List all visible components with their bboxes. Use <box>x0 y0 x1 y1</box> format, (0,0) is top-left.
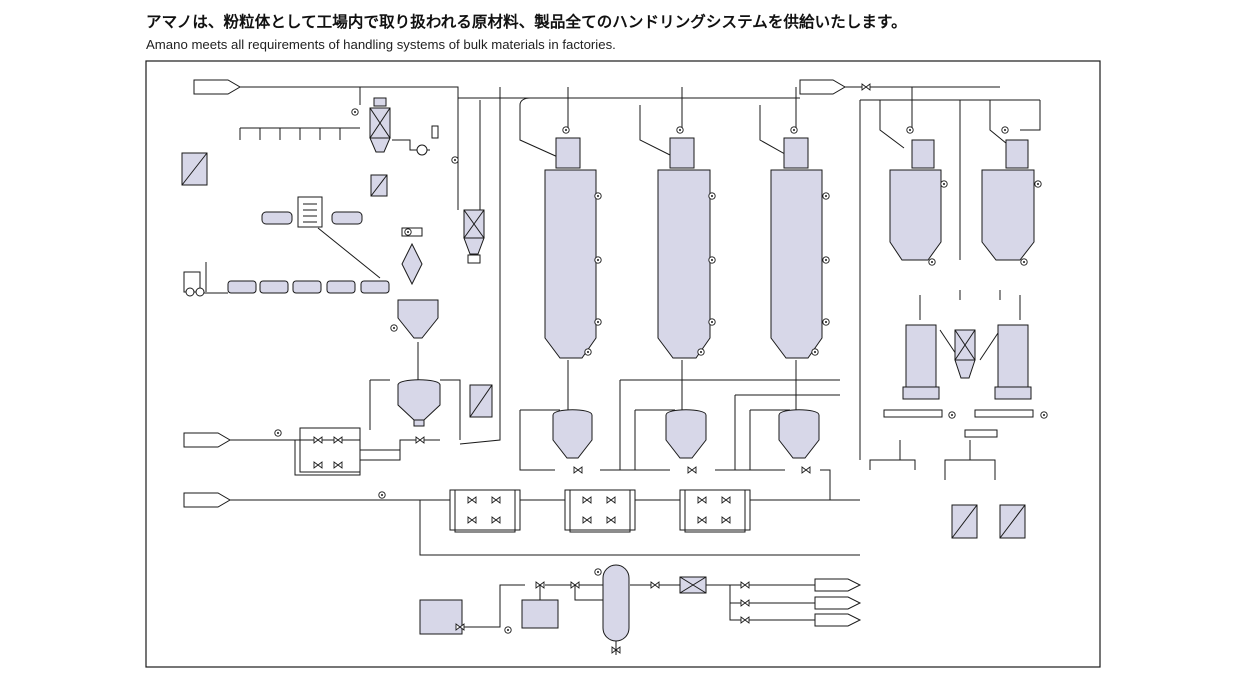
valves <box>313 83 871 654</box>
conveyor-bag-1 <box>227 280 257 294</box>
weigh-hopper-3 <box>778 409 820 459</box>
bag-1 <box>261 211 293 225</box>
silo-5 <box>981 139 1035 261</box>
conveyor-bag-5 <box>360 280 390 294</box>
screw-conveyor-1 <box>883 409 943 418</box>
dosing-tank <box>521 599 559 629</box>
storage-tank <box>419 599 463 635</box>
conveyor-bag-3 <box>292 280 322 294</box>
pressure-vessel <box>602 564 630 642</box>
conveyor-bag-4 <box>326 280 356 294</box>
day-bin-2 <box>997 324 1029 388</box>
feed-hopper <box>397 299 439 339</box>
mixer <box>397 379 441 421</box>
weigh-hopper-1 <box>552 409 593 459</box>
page-subtitle: Amano meets all requirements of handling… <box>146 37 616 52</box>
outlet-arrow-2 <box>814 596 862 610</box>
inlet-arrow-mid-left <box>183 432 231 448</box>
equipment <box>181 97 1035 642</box>
inlet-arrow-top-left <box>193 79 241 95</box>
inlet-arrow-top-right <box>799 79 846 95</box>
screw-conveyor-3 <box>964 429 998 438</box>
day-bin-1 <box>905 324 937 388</box>
silo-4 <box>889 139 942 261</box>
silo-3 <box>770 137 823 359</box>
diagram-frame <box>145 60 1101 668</box>
bag-2 <box>331 211 363 225</box>
silo-2 <box>657 137 711 359</box>
conveyor-bag-2 <box>259 280 289 294</box>
pipe-network <box>196 86 1041 655</box>
valve-manifolds <box>299 427 746 533</box>
flexible-bag-frame <box>401 227 423 237</box>
inlet-arrow-bottom-left <box>183 492 231 508</box>
outlet-arrow-3 <box>814 613 862 627</box>
silo-1 <box>544 137 597 359</box>
screw-conveyor-2 <box>974 409 1034 418</box>
page-title: アマノは、粉粒体として工場内で取り扱われる原材料、製品全てのハンドリングシステム… <box>146 13 907 31</box>
flexible-bag <box>401 242 423 286</box>
supply-arrows <box>183 79 862 627</box>
outlet-arrow-1 <box>814 578 862 592</box>
weigh-hopper-2 <box>665 409 707 459</box>
